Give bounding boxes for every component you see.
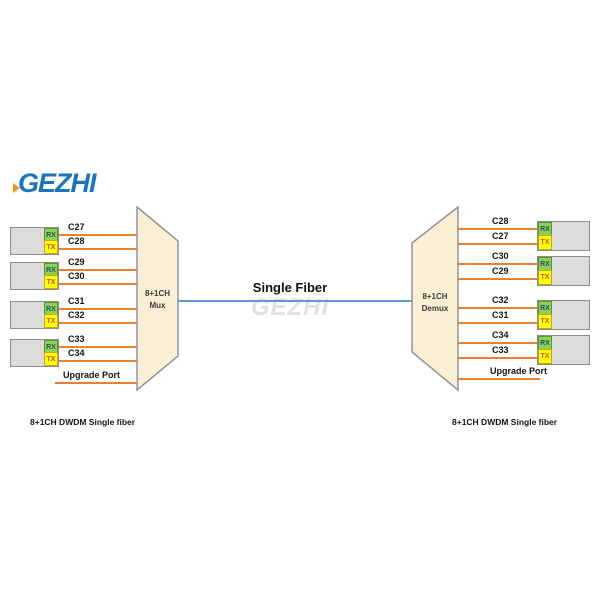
tx-badge: TX	[538, 270, 552, 285]
demux-channel-line	[458, 357, 537, 359]
channel-label: C31	[492, 310, 509, 320]
tx-badge: TX	[538, 235, 552, 250]
demux-channel-line	[458, 278, 537, 280]
demux-caption: 8+1CH DWDM Single fiber	[452, 417, 558, 427]
channel-label: C30	[68, 271, 85, 281]
mux-title-line2: Mux	[149, 301, 166, 310]
mux-upgrade-label: Upgrade Port	[63, 370, 121, 380]
mux-title-line1: 8+1CH	[144, 289, 171, 298]
demux-upgrade-label: Upgrade Port	[490, 366, 548, 376]
channel-label: C32	[492, 295, 509, 305]
gezhi-watermark: GEZHI	[250, 294, 330, 321]
mux-channel-line	[59, 322, 137, 324]
transceiver-box: RX TX	[10, 301, 59, 329]
logo-accent-icon	[13, 183, 20, 193]
transceiver-box: RX TX	[537, 335, 590, 365]
mux-channel-line	[59, 248, 137, 250]
transceiver-box: RX TX	[10, 339, 59, 367]
rx-badge: RX	[44, 302, 58, 316]
mux-channel-line	[59, 234, 137, 236]
channel-label: C34	[68, 348, 85, 358]
mux-channel-line	[59, 308, 137, 310]
tx-badge: TX	[44, 314, 58, 328]
single-fiber-line	[178, 300, 412, 302]
channel-label: C27	[68, 222, 85, 232]
channel-label: C29	[68, 257, 85, 267]
channel-label: C28	[492, 216, 509, 226]
demux-channel-line	[458, 228, 537, 230]
channel-label: C28	[68, 236, 85, 246]
channel-label: C27	[492, 231, 509, 241]
rx-badge: RX	[44, 228, 58, 242]
demux-upgrade-line	[458, 378, 540, 380]
transceiver-box: RX TX	[537, 300, 590, 330]
channel-label: C29	[492, 266, 509, 276]
mux-channel-line	[59, 346, 137, 348]
demux-channel-line	[458, 307, 537, 309]
channel-label: C32	[68, 310, 85, 320]
tx-badge: TX	[44, 352, 58, 366]
mux-upgrade-line	[55, 382, 137, 384]
channel-label: C34	[492, 330, 509, 340]
mux-channel-line	[59, 283, 137, 285]
demux-title-line1: 8+1CH	[422, 292, 448, 301]
demux-channel-line	[458, 263, 537, 265]
mux-shape	[136, 205, 179, 392]
tx-badge: TX	[44, 275, 58, 289]
demux-channel-line	[458, 322, 537, 324]
mux-caption: 8+1CH DWDM Single fiber	[30, 417, 136, 427]
tx-badge: TX	[538, 349, 552, 364]
transceiver-box: RX TX	[10, 227, 59, 255]
tx-badge: TX	[538, 314, 552, 329]
channel-label: C30	[492, 251, 509, 261]
demux-channel-line	[458, 243, 537, 245]
gezhi-logo: GEZHI	[18, 168, 97, 198]
demux-shape	[411, 205, 459, 392]
demux-channel-line	[458, 342, 537, 344]
transceiver-box: RX TX	[537, 221, 590, 251]
tx-badge: TX	[44, 240, 58, 254]
demux-title-line2: Demux	[421, 304, 449, 313]
channel-label: C31	[68, 296, 85, 306]
mux-channel-line	[59, 360, 137, 362]
single-fiber-label: Single Fiber	[252, 280, 328, 295]
transceiver-box: RX TX	[537, 256, 590, 286]
transceiver-box: RX TX	[10, 262, 59, 290]
mux-channel-line	[59, 269, 137, 271]
channel-label: C33	[492, 345, 509, 355]
channel-label: C33	[68, 334, 85, 344]
